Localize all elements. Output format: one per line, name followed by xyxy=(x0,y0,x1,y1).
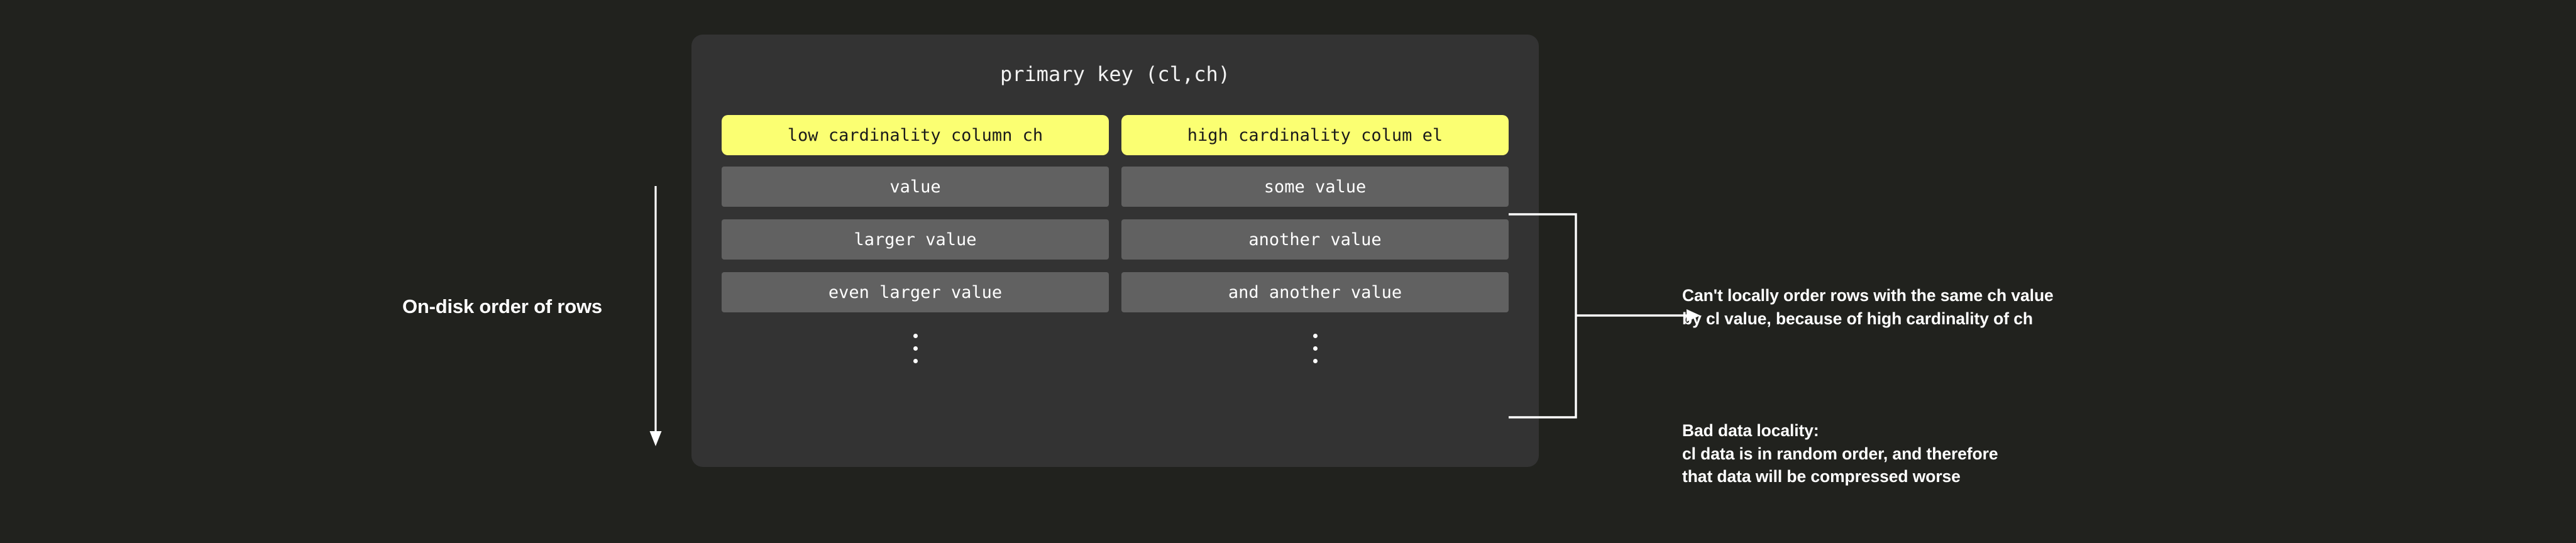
column-header-high-cardinality[interactable]: high cardinality colum el xyxy=(1121,115,1509,155)
vertical-ellipsis-icon-high xyxy=(1121,326,1509,370)
columns-grid: low cardinality column ch high cardinali… xyxy=(722,115,1509,370)
cell-low-0: value xyxy=(722,167,1109,207)
cell-low-1: larger value xyxy=(722,219,1109,260)
cell-high-1: another value xyxy=(1121,219,1509,260)
cell-low-2: even larger value xyxy=(722,272,1109,312)
table-row: even larger value and another value xyxy=(722,272,1509,312)
callout-bracket-arrow-icon xyxy=(1505,207,1726,424)
annotation-locality: Bad data locality: cl data is in random … xyxy=(1682,421,1998,486)
down-arrow-icon xyxy=(645,184,666,447)
card-title: primary key (cl,ch) xyxy=(999,62,1231,86)
on-disk-order-label: On-disk order of rows xyxy=(402,295,602,317)
continuation-row xyxy=(722,326,1509,370)
vertical-ellipsis-icon-low xyxy=(722,326,1109,370)
table-row: larger value another value xyxy=(722,219,1509,260)
table-row: value some value xyxy=(722,167,1509,207)
annotation-ordering: Can't locally order rows with the same c… xyxy=(1682,286,2054,328)
column-headers-row: low cardinality column ch high cardinali… xyxy=(722,115,1509,155)
column-header-low-cardinality[interactable]: low cardinality column ch xyxy=(722,115,1109,155)
cell-high-0: some value xyxy=(1121,167,1509,207)
cell-high-2: and another value xyxy=(1121,272,1509,312)
primary-key-card: primary key (cl,ch) low cardinality colu… xyxy=(691,35,1539,467)
